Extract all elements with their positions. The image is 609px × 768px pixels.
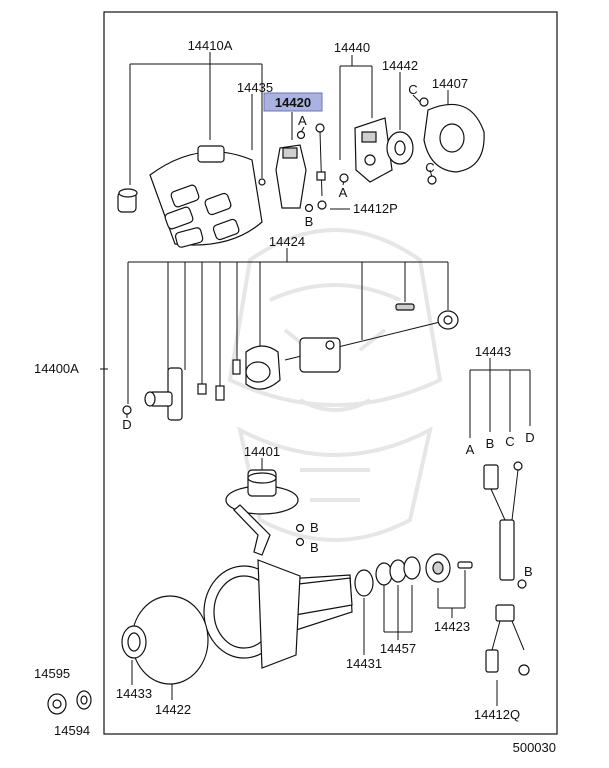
label-14443: 14443 — [475, 344, 511, 359]
figure-number: 500030 — [513, 740, 556, 755]
letter-d-shaft: D — [122, 417, 131, 432]
highlight-box — [263, 92, 323, 112]
letter-a-rotor: A — [298, 113, 307, 128]
letter-b-rotor: B — [305, 214, 314, 229]
signal-generator — [339, 117, 393, 183]
distributor-cap — [117, 145, 266, 248]
label-14595: 14595 — [34, 666, 70, 681]
label-14401: 14401 — [244, 444, 280, 459]
label-14457: 14457 — [380, 641, 416, 656]
label-14423: 14423 — [434, 619, 470, 634]
label-14433: 14433 — [116, 686, 152, 701]
label-14420: 14420 — [275, 95, 311, 110]
washers-and-gear — [354, 553, 473, 597]
reluctor — [386, 131, 414, 165]
breaker-plate — [419, 97, 485, 185]
vacuum-advance — [225, 469, 305, 556]
diagram-frame — [103, 11, 558, 735]
letter-a-generator: A — [339, 185, 348, 200]
rotor — [275, 130, 307, 209]
letter-b-harness-bolt: B — [524, 564, 533, 579]
letter-b-harness: B — [486, 436, 495, 451]
label-14400a: 14400A — [34, 361, 79, 376]
letter-a-harness: A — [466, 442, 475, 457]
letter-c-lower: C — [425, 160, 434, 175]
label-14431: 14431 — [346, 656, 382, 671]
label-14422: 14422 — [155, 702, 191, 717]
label-14594: 14594 — [54, 723, 90, 738]
letter-c-upper: C — [408, 82, 417, 97]
leader-lines — [100, 52, 531, 706]
watermark-emblem — [227, 228, 443, 542]
letter-b-vacuum-2: B — [310, 540, 319, 555]
harness-wire — [483, 461, 530, 676]
letter-c-harness: C — [505, 434, 514, 449]
small-nut-washer — [47, 690, 92, 715]
letter-d-harness: D — [525, 430, 534, 445]
shaft-assembly — [122, 303, 459, 421]
letter-b-vacuum-1: B — [310, 520, 319, 535]
label-14410a: 14410A — [188, 38, 233, 53]
label-14412p: 14412P — [353, 201, 398, 216]
distributor-housing — [121, 559, 353, 685]
label-14424: 14424 — [269, 234, 305, 249]
label-14412q: 14412Q — [474, 707, 520, 722]
label-14435: 14435 — [237, 80, 273, 95]
label-14440: 14440 — [334, 40, 370, 55]
ground-wire-upper — [304, 123, 327, 213]
label-14442: 14442 — [382, 58, 418, 73]
label-14407: 14407 — [432, 76, 468, 91]
